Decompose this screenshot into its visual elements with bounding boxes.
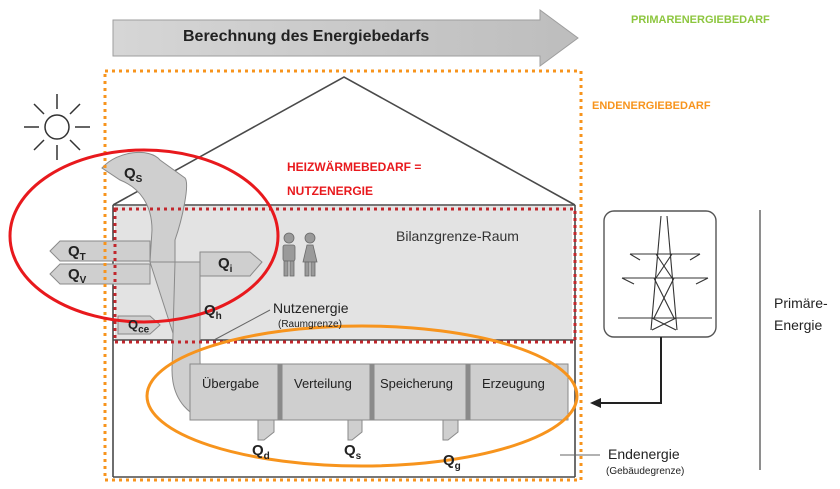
flow-qd: Qd [252,442,270,462]
people-icon [282,232,318,277]
useful-energy-boundary [113,207,577,344]
qv-loss-arrow [49,263,151,285]
useful-energy-pointer [213,309,271,341]
flow-qh: Qh [204,302,222,322]
flow-qs-loss: Qs [344,442,362,462]
calculation-arrow [112,9,579,67]
flow-qce: Qce [128,317,150,336]
stage-label: Erzeugung [482,376,545,391]
flow-qi: Qi [218,255,233,275]
calculation-title: Berechnung des Energiebedarfs [183,28,430,45]
primary-energy-line1: Primäre- [774,295,828,311]
stage-label: Übergabe [202,376,260,391]
supply-arrow-head [590,398,601,408]
useful-energy-label: Nutzenergie [273,300,349,316]
qt-loss-arrow [49,240,151,262]
gains-losses-highlight [8,148,280,324]
flow-qg: Qg [443,452,461,472]
heat-demand-line1: HEIZWÄRMEBEDARF = [287,160,422,174]
solar-gain-flow [101,151,188,263]
final-energy-sub: (Gebäudegrenze) [606,466,685,477]
end-energy-boundary [103,69,583,482]
flow-qs-main: QS [124,165,143,185]
sun-icon [24,94,90,160]
supply-arrow [596,337,662,404]
stage-label: Verteilung [294,376,352,391]
energy-chain-band [189,363,569,421]
final-energy-label: Endenergie [608,446,680,462]
qi-gain-arrow [199,251,263,277]
heat-demand-line2: NUTZENERGIE [287,184,374,198]
chain-dividers [277,364,471,420]
flow-qt: QT [68,243,86,263]
room-boundary-label: Bilanzgrenze-Raum [396,228,519,244]
useful-energy-sub: (Raumgrenze) [278,319,342,330]
technology-chain-highlight [145,324,579,468]
stage-label: Speicherung [380,376,453,391]
primary-energy-line2: Energie [774,317,823,333]
power-pylon-icon [618,215,712,331]
final-demand-label: ENDENERGIEBEDARF [592,100,711,112]
chain-losses [257,419,459,441]
flow-qv: QV [68,266,87,286]
primary-demand-label: PRIMARENERGIEBEDARF [631,14,770,26]
